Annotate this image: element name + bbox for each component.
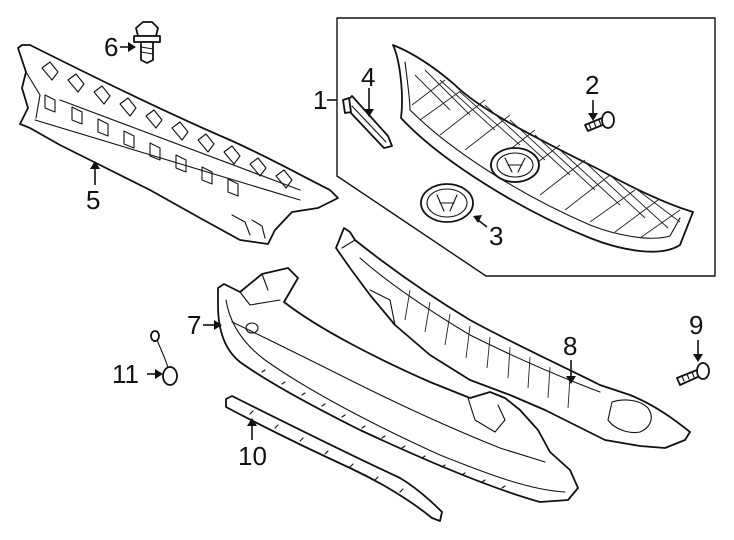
callout-1: 1	[313, 85, 327, 115]
callout-6: 6	[104, 32, 118, 62]
callout-2: 2	[585, 70, 599, 100]
bolt	[133, 21, 161, 64]
spoiler-screw	[676, 362, 710, 386]
callout-11: 11	[112, 359, 139, 389]
bumper-cover	[217, 267, 579, 503]
grille-inset-box	[336, 17, 716, 277]
callout-7: 7	[187, 310, 201, 340]
callout-3: 3	[489, 221, 503, 251]
callout-8: 8	[563, 331, 577, 361]
emblem	[420, 183, 474, 223]
callout-labels: 1 2 3 4 5 6 7 8 9 10 11	[86, 32, 703, 471]
callout-5: 5	[86, 185, 100, 215]
lower-strip	[225, 395, 443, 522]
callout-4: 4	[361, 62, 375, 92]
bracket-clip	[342, 95, 393, 149]
grille-assembly	[392, 44, 694, 253]
lower-spoiler	[335, 227, 691, 449]
callout-leaders	[90, 42, 703, 440]
grille-screw	[584, 111, 615, 132]
sensor-harness	[150, 330, 178, 386]
energy-absorber	[17, 44, 339, 245]
callout-9: 9	[689, 310, 703, 340]
callout-10: 10	[238, 441, 267, 471]
